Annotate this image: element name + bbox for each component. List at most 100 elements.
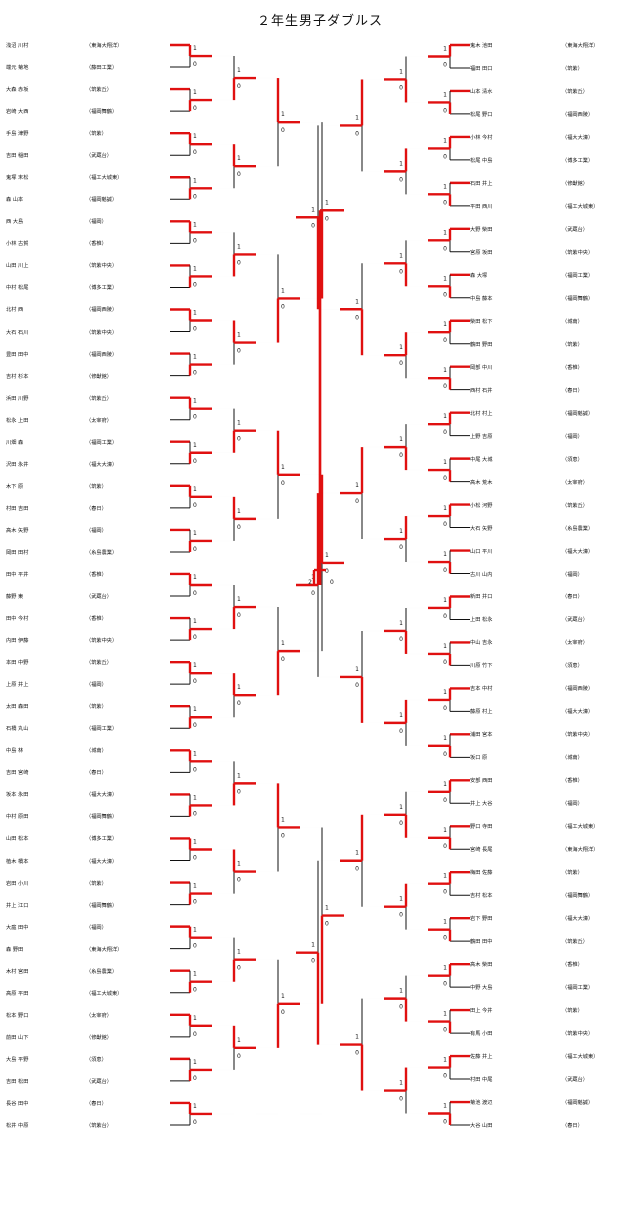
entry-school: （福岡） xyxy=(562,571,583,578)
entry-names: 宮原 坂田 xyxy=(470,249,493,256)
left-entry: 浜田 川野（筑紫丘） xyxy=(6,395,112,402)
entry-names: 松尾 野口 xyxy=(470,111,493,118)
entry-school: （福大大濠） xyxy=(562,548,594,555)
entry-school: （福岡舞鶴） xyxy=(562,295,594,302)
score-win: 1 xyxy=(443,229,447,236)
entry-names: 植木 橋本 xyxy=(6,858,29,865)
entry-school: （筑紫丘） xyxy=(86,87,112,94)
score-loss: 0 xyxy=(281,303,285,310)
right-entry: 藤原 村上（福大大濠） xyxy=(470,708,593,715)
entry-school: （糸島農業） xyxy=(86,549,118,556)
entry-names: 宮崎 長尾 xyxy=(470,847,493,854)
score-loss: 0 xyxy=(443,1119,447,1126)
score-win: 1 xyxy=(399,528,403,535)
entry-names: 川原 竹下 xyxy=(470,663,493,670)
score-win: 1 xyxy=(355,666,359,673)
score-win: 1 xyxy=(237,1037,241,1044)
score-win: 1 xyxy=(193,354,197,361)
score-loss: 0 xyxy=(443,475,447,482)
entry-school: （修猷館） xyxy=(562,180,588,187)
entry-names: 岡部 中川 xyxy=(470,364,493,371)
entry-school: （筑紫丘） xyxy=(562,502,588,509)
score-loss: 0 xyxy=(443,843,447,850)
score-win: 1 xyxy=(281,640,285,647)
left-entry: 木村 宮田（糸島農業） xyxy=(6,968,117,975)
entry-school: （筑紫丘） xyxy=(562,939,588,946)
score-loss: 0 xyxy=(193,414,197,421)
score-win: 1 xyxy=(193,486,197,493)
entry-names: 大野 柴田 xyxy=(470,226,493,233)
left-entry: 森 山本（福岡魁誠） xyxy=(6,196,117,203)
score-loss: 0 xyxy=(281,127,285,134)
score-win: 1 xyxy=(443,459,447,466)
right-entry: 高木 荒木（太宰府） xyxy=(470,479,588,486)
entry-names: 中島 藤本 xyxy=(470,295,493,302)
score-loss: 0 xyxy=(193,987,197,994)
score-loss: 0 xyxy=(193,370,197,377)
score-win: 1 xyxy=(193,45,197,52)
entry-school: （福岡西陵） xyxy=(562,111,594,118)
entry-school: （筑紫） xyxy=(562,1008,583,1015)
entry-names: 村田 吉田 xyxy=(6,505,29,512)
right-entry: 中島 藤本 （福岡舞鶴） xyxy=(470,295,593,302)
entry-names: 木下 原 xyxy=(6,483,24,490)
left-entry: 豊田 田中（福岡西陵） xyxy=(6,351,117,358)
score-win: 1 xyxy=(193,706,197,713)
right-entry: 中野 大島（福岡工業） xyxy=(470,984,593,991)
entry-names: 松本 野口 xyxy=(6,1012,29,1019)
left-entry: 田中 平井（香椎） xyxy=(6,571,107,578)
right-entry: 村田 中尾（武蔵台） xyxy=(470,1076,588,1083)
score-loss: 0 xyxy=(193,678,197,685)
entry-school: （糸島農業） xyxy=(86,968,118,975)
entry-names: 藤原 村上 xyxy=(470,709,493,716)
score-win: 1 xyxy=(443,321,447,328)
score-win: 1 xyxy=(399,712,403,719)
final-score-left: 2 xyxy=(308,579,312,586)
left-entry: 鬼塚 末松（福工大城東） xyxy=(6,174,122,181)
entry-school: （筑紫） xyxy=(562,65,583,72)
score-win: 1 xyxy=(193,927,197,934)
entry-school: （筑紫台） xyxy=(86,1123,112,1129)
right-entry: 大谷 山田（春日） xyxy=(470,1122,583,1129)
score-win: 1 xyxy=(443,965,447,972)
score-loss: 0 xyxy=(443,245,447,252)
entry-names: 豊田 田中 xyxy=(6,351,29,358)
score-win: 1 xyxy=(443,919,447,926)
score-win: 1 xyxy=(443,643,447,650)
left-entry: 吉田 松田（武蔵台） xyxy=(6,1078,112,1085)
score-win: 1 xyxy=(237,861,241,868)
entry-school: （香椎） xyxy=(562,364,583,371)
score-loss: 0 xyxy=(443,567,447,574)
entry-names: 坂本 永田 xyxy=(6,792,29,799)
score-loss: 0 xyxy=(443,797,447,804)
score-win: 1 xyxy=(193,574,197,581)
left-entry: 村田 吉田（春日） xyxy=(6,505,107,512)
entry-names: 山田 松本 xyxy=(6,836,29,843)
entry-names: 吉村 杉本 xyxy=(6,373,29,380)
entry-names: 藤野 東 xyxy=(6,594,24,601)
right-entry: 新田 井口（春日） xyxy=(470,593,583,600)
score-win: 1 xyxy=(443,689,447,696)
left-entry: 沢田 永井（福大大濠） xyxy=(6,461,117,468)
score-loss: 0 xyxy=(193,105,197,112)
entry-school: （藤田工業） xyxy=(86,65,118,72)
score-win: 1 xyxy=(443,91,447,98)
score-win: 1 xyxy=(443,413,447,420)
entry-school: （福岡舞鶴） xyxy=(86,902,118,909)
score-loss: 0 xyxy=(193,1075,197,1082)
score-loss: 0 xyxy=(193,766,197,773)
entry-school: （筑紫中央） xyxy=(86,638,118,645)
score-loss: 0 xyxy=(443,429,447,436)
entry-names: 小松 河野 xyxy=(470,502,493,509)
score-loss: 0 xyxy=(193,61,197,68)
entry-school: （博多工業） xyxy=(86,285,118,292)
left-entry: 前田 山下（修猷館） xyxy=(6,1034,112,1041)
right-entry: 菊池 渡辺（福岡魁誠） xyxy=(470,1099,593,1106)
score-win: 1 xyxy=(193,1015,197,1022)
score-win: 1 xyxy=(325,552,329,559)
score-loss: 0 xyxy=(399,176,403,183)
entry-school: （修猷館） xyxy=(86,373,112,380)
score-win: 1 xyxy=(193,398,197,405)
entry-names: 上田 松永 xyxy=(470,617,493,624)
entry-names: 鶴田 田中 xyxy=(470,939,493,946)
